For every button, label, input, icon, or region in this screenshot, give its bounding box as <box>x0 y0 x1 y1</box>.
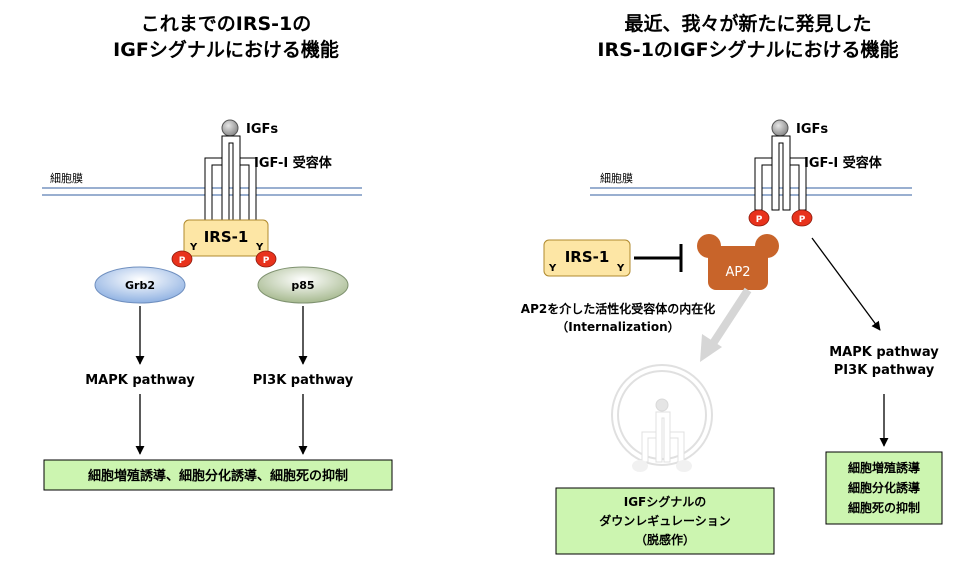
p85-label: p85 <box>291 279 314 292</box>
grb2-node <box>94 266 186 304</box>
desens-line1: IGFシグナルの <box>624 494 707 509</box>
left-cell-membrane <box>42 187 362 196</box>
ap2-label: AP2 <box>725 265 750 280</box>
desensitization-box <box>555 487 775 555</box>
p85-node <box>257 266 349 304</box>
left-receptor-label: IGF-I 受容体 <box>254 155 333 171</box>
right-result-box <box>825 451 943 525</box>
svg-text:P: P <box>263 256 270 266</box>
left-irs1-label: IRS-1 <box>204 228 249 246</box>
desens-line2: ダウンレギュレーション <box>599 513 731 528</box>
right-mapk-label: MAPK pathway <box>829 345 939 360</box>
grb2-label: Grb2 <box>125 279 155 292</box>
right-pi3k-label: PI3K pathway <box>834 363 935 378</box>
internalization-line1: AP2を介した活性化受容体の内在化 <box>521 301 715 316</box>
right-irs1-box <box>543 239 631 277</box>
internalization-arrow <box>700 287 752 362</box>
internalized-vesicle <box>611 364 713 472</box>
left-phospho-right: P <box>255 250 277 268</box>
left-pi3k-label: PI3K pathway <box>253 373 354 388</box>
left-result-box <box>43 459 393 491</box>
right-irs1-y-right: Y <box>616 263 625 274</box>
left-irs1-y-left: Y <box>189 242 198 253</box>
right-membrane-label: 細胞膜 <box>600 172 633 185</box>
left-title-line2: IGFシグナルにおける機能 <box>113 38 339 61</box>
right-igfs-label: IGFs <box>796 122 828 137</box>
right-phospho-left: P <box>748 209 770 227</box>
left-panel: これまでのIRS-1の IGFシグナルにおける機能 細胞膜 IGFs IGF-I… <box>42 13 393 491</box>
internalization-line2: （Internalization） <box>556 319 679 334</box>
left-irs1-box <box>183 219 269 257</box>
right-arrow-receptor-pathways <box>811 237 881 331</box>
left-title-line1: これまでのIRS-1の <box>141 13 312 35</box>
desens-line3: （脱感作） <box>635 532 695 547</box>
right-irs1-label: IRS-1 <box>565 248 610 266</box>
right-title-line2: IRS-1のIGFシグナルにおける機能 <box>597 38 898 61</box>
left-igf-ligand-icon <box>221 119 239 137</box>
left-mapk-label: MAPK pathway <box>85 373 195 388</box>
left-igfs-label: IGFs <box>246 122 278 137</box>
right-receptor-label: IGF-I 受容体 <box>804 155 883 171</box>
left-result-label: 細胞増殖誘導、細胞分化誘導、細胞死の抑制 <box>88 468 348 484</box>
right-irs1-y-left: Y <box>548 263 557 274</box>
right-result-line2: 細胞分化誘導 <box>848 480 920 495</box>
right-phospho-right: P <box>791 209 813 227</box>
left-irs1-y-right: Y <box>255 242 264 253</box>
right-title-line1: 最近、我々が新たに発見した <box>624 12 871 35</box>
right-igf1-receptor <box>754 135 807 211</box>
svg-text:P: P <box>179 256 186 266</box>
svg-text:P: P <box>756 215 763 225</box>
svg-text:P: P <box>799 215 806 225</box>
left-igf1-receptor <box>204 135 257 221</box>
left-phospho-left: P <box>171 250 193 268</box>
left-membrane-label: 細胞膜 <box>50 172 83 185</box>
right-igf-ligand-icon <box>771 119 789 137</box>
right-result-line1: 細胞増殖誘導 <box>848 460 920 475</box>
inhibition-line <box>634 244 683 272</box>
ap2-node <box>697 234 779 290</box>
right-panel: 最近、我々が新たに発見した IRS-1のIGFシグナルにおける機能 細胞膜 IG… <box>521 12 943 555</box>
right-cell-membrane <box>590 187 912 196</box>
right-result-line3: 細胞死の抑制 <box>848 500 920 515</box>
